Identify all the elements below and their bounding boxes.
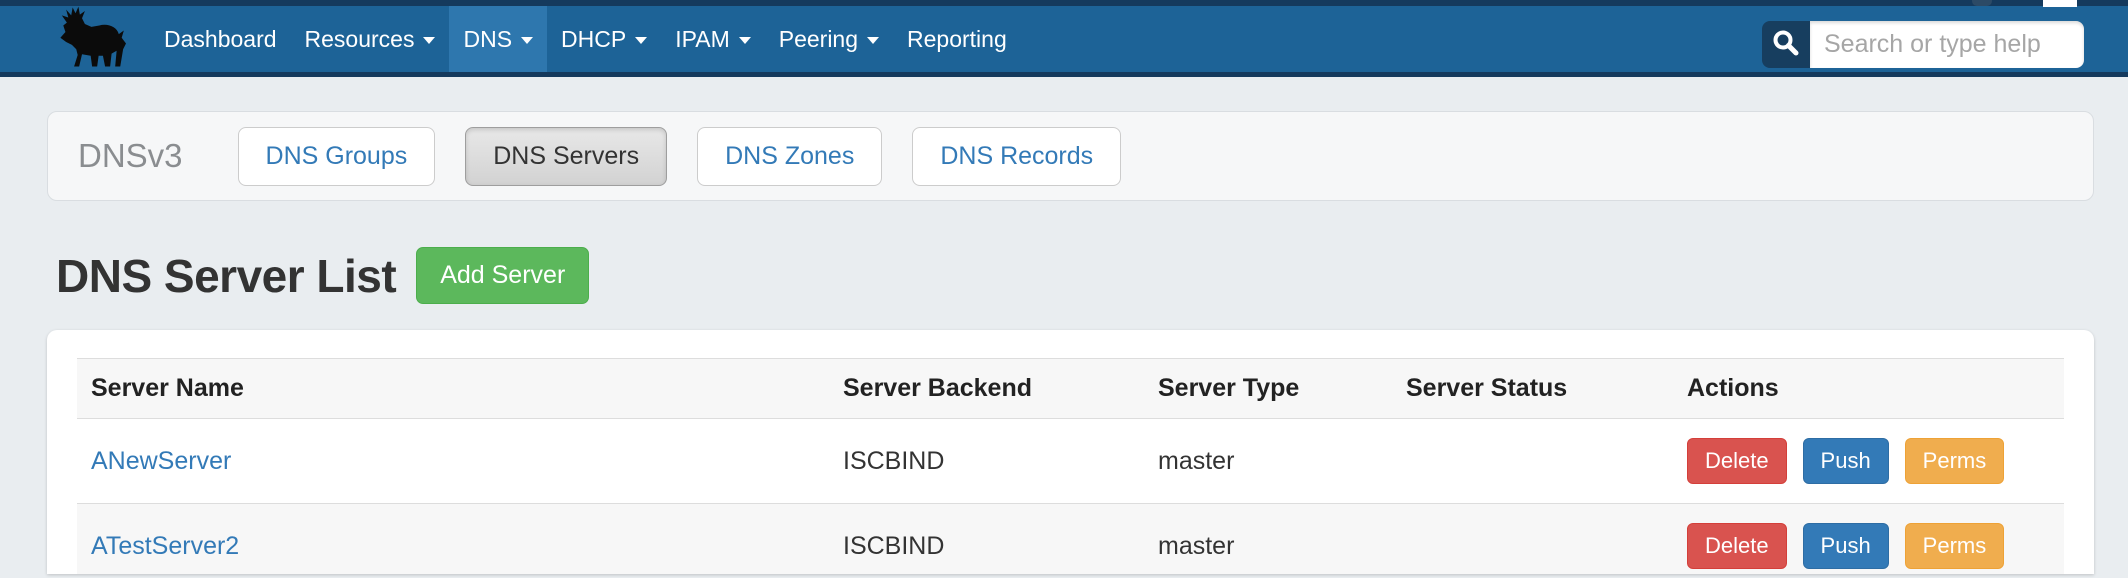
push-button[interactable]: Push [1802, 438, 1889, 484]
table-row: ATestServer2 ISCBIND master Delete Push … [77, 503, 2064, 574]
server-name-link[interactable]: ANewServer [91, 446, 232, 475]
cutoff-element [1972, 0, 1992, 6]
nav-item-ipam[interactable]: IPAM [661, 6, 765, 72]
push-button[interactable]: Push [1802, 523, 1889, 569]
server-name-link[interactable]: ATestServer2 [91, 531, 240, 560]
server-type-cell: master [1144, 418, 1392, 504]
dnsv3-toolbar: DNSv3 DNS Groups DNS Servers DNS Zones D… [47, 111, 2094, 201]
nav-label: DHCP [561, 25, 627, 52]
server-table: Server Name Server Backend Server Type S… [77, 358, 2064, 574]
table-row: ANewServer ISCBIND master Delete Push Pe… [77, 418, 2064, 504]
caret-down-icon [521, 36, 534, 44]
dns-records-button[interactable]: DNS Records [912, 126, 1122, 186]
nav-label: DNS [463, 25, 513, 52]
search-button[interactable] [1762, 21, 1810, 68]
actions-cell: Delete Push Perms [1673, 418, 2064, 504]
table-header-row: Server Name Server Backend Server Type S… [77, 358, 2064, 419]
nav-label: Resources [304, 25, 415, 52]
primary-nav: Dashboard Resources DNS DHCP IPAM Peerin… [150, 6, 1021, 72]
top-navbar: Dashboard Resources DNS DHCP IPAM Peerin… [0, 0, 2128, 77]
nav-label: IPAM [675, 25, 730, 52]
page-heading-row: DNS Server List Add Server [56, 247, 2128, 304]
column-actions: Actions [1673, 358, 2064, 419]
actions-cell: Delete Push Perms [1673, 503, 2064, 574]
dns-servers-button[interactable]: DNS Servers [465, 126, 668, 186]
nav-label: Dashboard [164, 25, 277, 52]
perms-button[interactable]: Perms [1904, 438, 2005, 484]
dns-zones-button[interactable]: DNS Zones [697, 126, 883, 186]
nav-item-peering[interactable]: Peering [765, 6, 893, 72]
caret-down-icon [423, 36, 436, 44]
nav-item-resources[interactable]: Resources [291, 6, 450, 72]
server-type-cell: master [1144, 503, 1392, 574]
add-server-button[interactable]: Add Server [416, 247, 590, 304]
delete-button[interactable]: Delete [1687, 523, 1787, 569]
moose-logo-icon [46, 6, 144, 73]
nav-label: Reporting [907, 25, 1007, 52]
perms-button[interactable]: Perms [1904, 523, 2005, 569]
page-title: DNS Server List [56, 249, 397, 302]
column-server-type: Server Type [1144, 358, 1392, 419]
caret-down-icon [635, 36, 648, 44]
server-status-cell [1392, 418, 1673, 504]
server-list-card: Server Name Server Backend Server Type S… [47, 330, 2094, 574]
nav-item-dhcp[interactable]: DHCP [547, 6, 661, 72]
cutoff-white-element [2043, 0, 2077, 7]
delete-button[interactable]: Delete [1687, 438, 1787, 484]
brand-logo-link[interactable] [0, 6, 150, 72]
nav-item-dns[interactable]: DNS [449, 6, 548, 72]
global-search [1762, 21, 2084, 68]
column-server-status: Server Status [1392, 358, 1673, 419]
caret-down-icon [738, 36, 751, 44]
caret-down-icon [867, 36, 880, 44]
server-status-cell [1392, 503, 1673, 574]
nav-item-dashboard[interactable]: Dashboard [150, 6, 291, 72]
nav-label: Peering [778, 25, 859, 52]
search-input[interactable] [1810, 21, 2084, 68]
nav-item-reporting[interactable]: Reporting [893, 6, 1021, 72]
dns-groups-button[interactable]: DNS Groups [237, 126, 436, 186]
column-server-name: Server Name [77, 358, 829, 419]
server-backend-cell: ISCBIND [829, 503, 1144, 574]
server-backend-cell: ISCBIND [829, 418, 1144, 504]
column-server-backend: Server Backend [829, 358, 1144, 419]
dnsv3-label: DNSv3 [78, 137, 183, 174]
search-icon [1772, 29, 1800, 60]
